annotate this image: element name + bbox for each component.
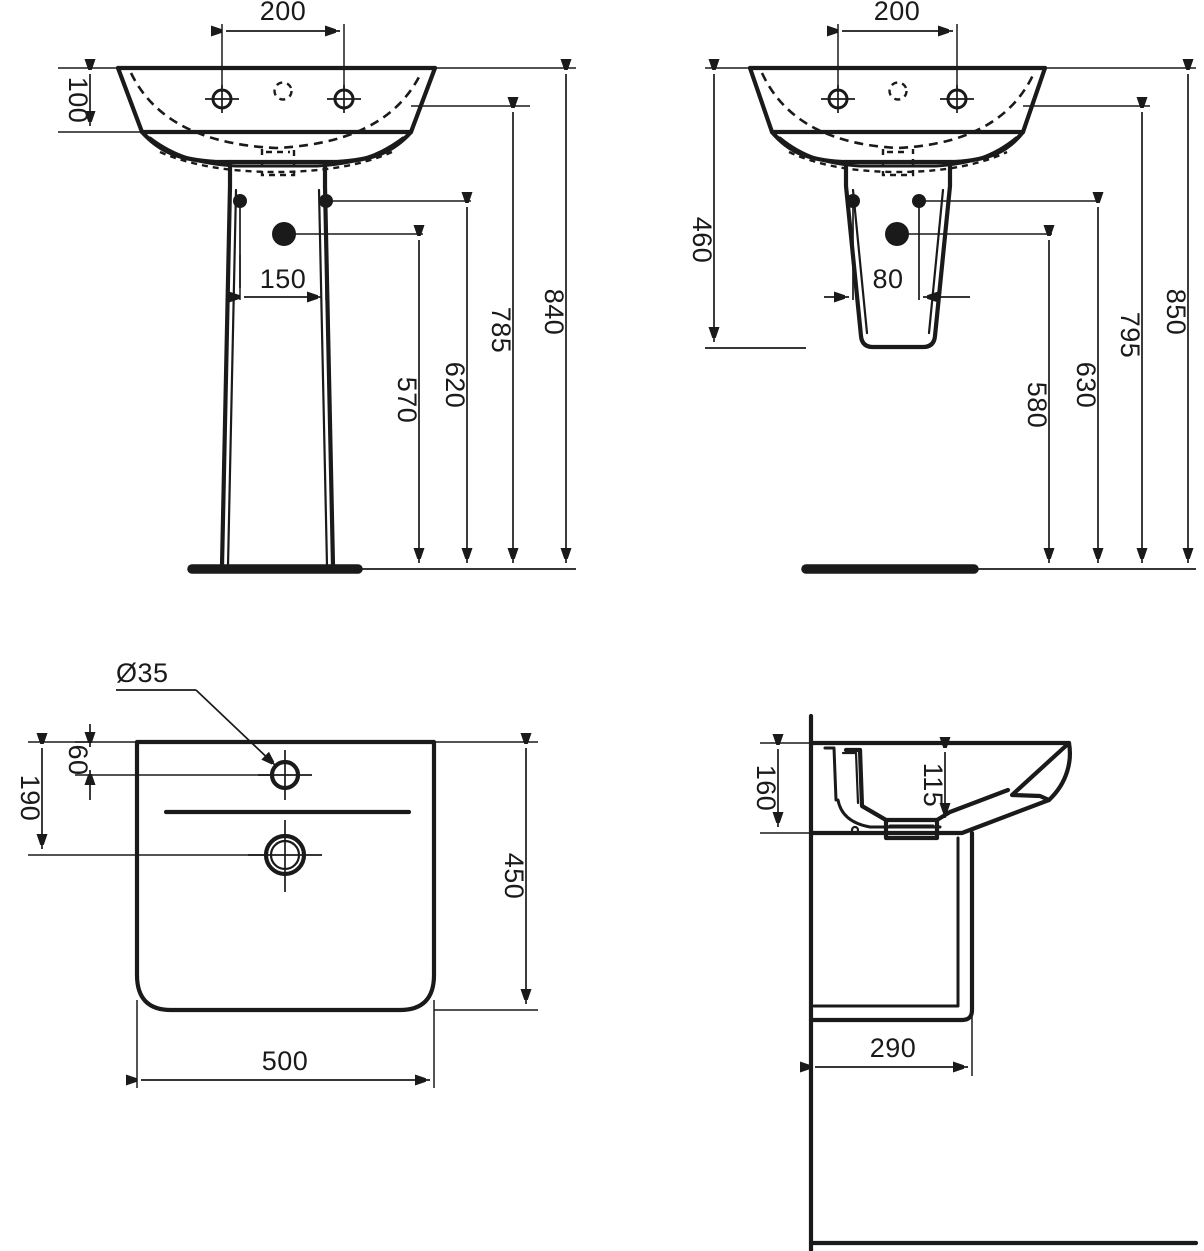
dim-supply-height-630: 630 xyxy=(1071,207,1101,563)
dim-total-height-850: 850 xyxy=(1045,68,1196,563)
dim-label-160: 160 xyxy=(751,765,781,812)
dim-bowl-depth-115: 115 xyxy=(918,752,948,818)
dim-label-115: 115 xyxy=(918,763,948,808)
waste-outlet-hidden-box xyxy=(260,149,296,177)
dim-label-460: 460 xyxy=(687,217,717,264)
dim-projection-290: 290 xyxy=(815,1014,973,1076)
overflow-hole-front-2 xyxy=(888,81,908,101)
dim-label-630: 630 xyxy=(1071,362,1101,409)
dim-label-200-front: 200 xyxy=(260,0,307,26)
dim-tap-spacing-front: 200 xyxy=(222,0,345,92)
waste-outlet-plan xyxy=(248,820,322,892)
dim-label-100: 100 xyxy=(63,77,93,124)
dim-label-570: 570 xyxy=(392,377,422,424)
basin-bowl-hidden-outline xyxy=(129,72,423,174)
dim-label-580: 580 xyxy=(1022,382,1052,429)
dim-label-795: 795 xyxy=(1115,312,1145,359)
supply-connection-right xyxy=(319,194,471,288)
basin-outline-front-2 xyxy=(747,65,1048,168)
dim-label-150: 150 xyxy=(260,264,307,294)
dim-basin-height-front: 100 xyxy=(58,68,146,133)
dim-label-200-front-2: 200 xyxy=(874,0,921,26)
dim-rim-underside-795: 795 xyxy=(1023,106,1150,563)
dim-basin-width-500: 500 xyxy=(137,1000,435,1088)
pedestal-profile-side xyxy=(808,830,975,1023)
dim-pedestal-width: 150 xyxy=(240,255,327,300)
dim-supply-height-620: 620 xyxy=(440,207,470,563)
dim-label-190: 190 xyxy=(15,775,45,822)
dim-total-height-840: 840 xyxy=(435,68,576,563)
dim-semi-pedestal-height-460: 460 xyxy=(687,68,760,342)
basin-bowl-hidden-outline-2 xyxy=(760,72,1036,174)
view-front-pedestal: 200 100 150 570 620 785 xyxy=(58,0,576,574)
bowl-section-side xyxy=(823,746,1011,829)
dim-tap-spacing-front-2: 200 xyxy=(838,0,958,92)
view-side-section: 160 115 290 xyxy=(751,713,1199,1251)
dim-label-840: 840 xyxy=(539,289,569,336)
dim-taphole-from-rear-60: 60 xyxy=(63,724,272,800)
dim-label-450: 450 xyxy=(499,853,529,900)
floor-line-semi-pedestal xyxy=(705,347,1196,574)
dim-basin-depth-450: 450 xyxy=(434,742,538,1011)
view-plan: Ø35 60 190 450 500 xyxy=(15,658,538,1088)
dim-rim-underside-785: 785 xyxy=(411,106,530,563)
supply-connection-right-2 xyxy=(912,194,1100,300)
view-front-semi-pedestal: 200 460 80 580 630 795 xyxy=(687,0,1196,574)
dim-waste-height-570: 570 xyxy=(392,240,422,563)
basin-outline-plan xyxy=(134,739,437,1013)
waste-outlet-hidden-box-2 xyxy=(881,149,915,177)
taphole-diameter-callout: Ø35 xyxy=(116,658,276,766)
waste-connection-center xyxy=(272,222,423,246)
dim-label-80: 80 xyxy=(872,264,903,294)
dim-label-620: 620 xyxy=(440,362,470,409)
overflow-hole-front xyxy=(273,81,293,101)
dim-label-500: 500 xyxy=(262,1046,309,1076)
pedestal-outline xyxy=(219,159,336,569)
basin-profile-side xyxy=(808,740,1072,836)
dim-basin-depth-160: 160 xyxy=(751,743,830,834)
basin-outline-front xyxy=(115,65,438,168)
waste-connection-center-2 xyxy=(885,222,1052,246)
dim-waste-height-580: 580 xyxy=(1022,240,1052,563)
dim-label-785: 785 xyxy=(486,307,516,354)
supply-connection-left-2 xyxy=(846,194,860,300)
semi-pedestal-outline xyxy=(843,159,953,350)
dim-label-850: 850 xyxy=(1161,289,1191,336)
dim-bracket-width-80: 80 xyxy=(824,264,970,297)
dim-label-diameter-35: Ø35 xyxy=(116,658,169,688)
dim-label-60: 60 xyxy=(63,744,93,775)
waste-trap-side xyxy=(850,817,940,841)
dim-waste-from-rear-190: 190 xyxy=(15,742,266,856)
dim-label-290: 290 xyxy=(870,1033,917,1063)
